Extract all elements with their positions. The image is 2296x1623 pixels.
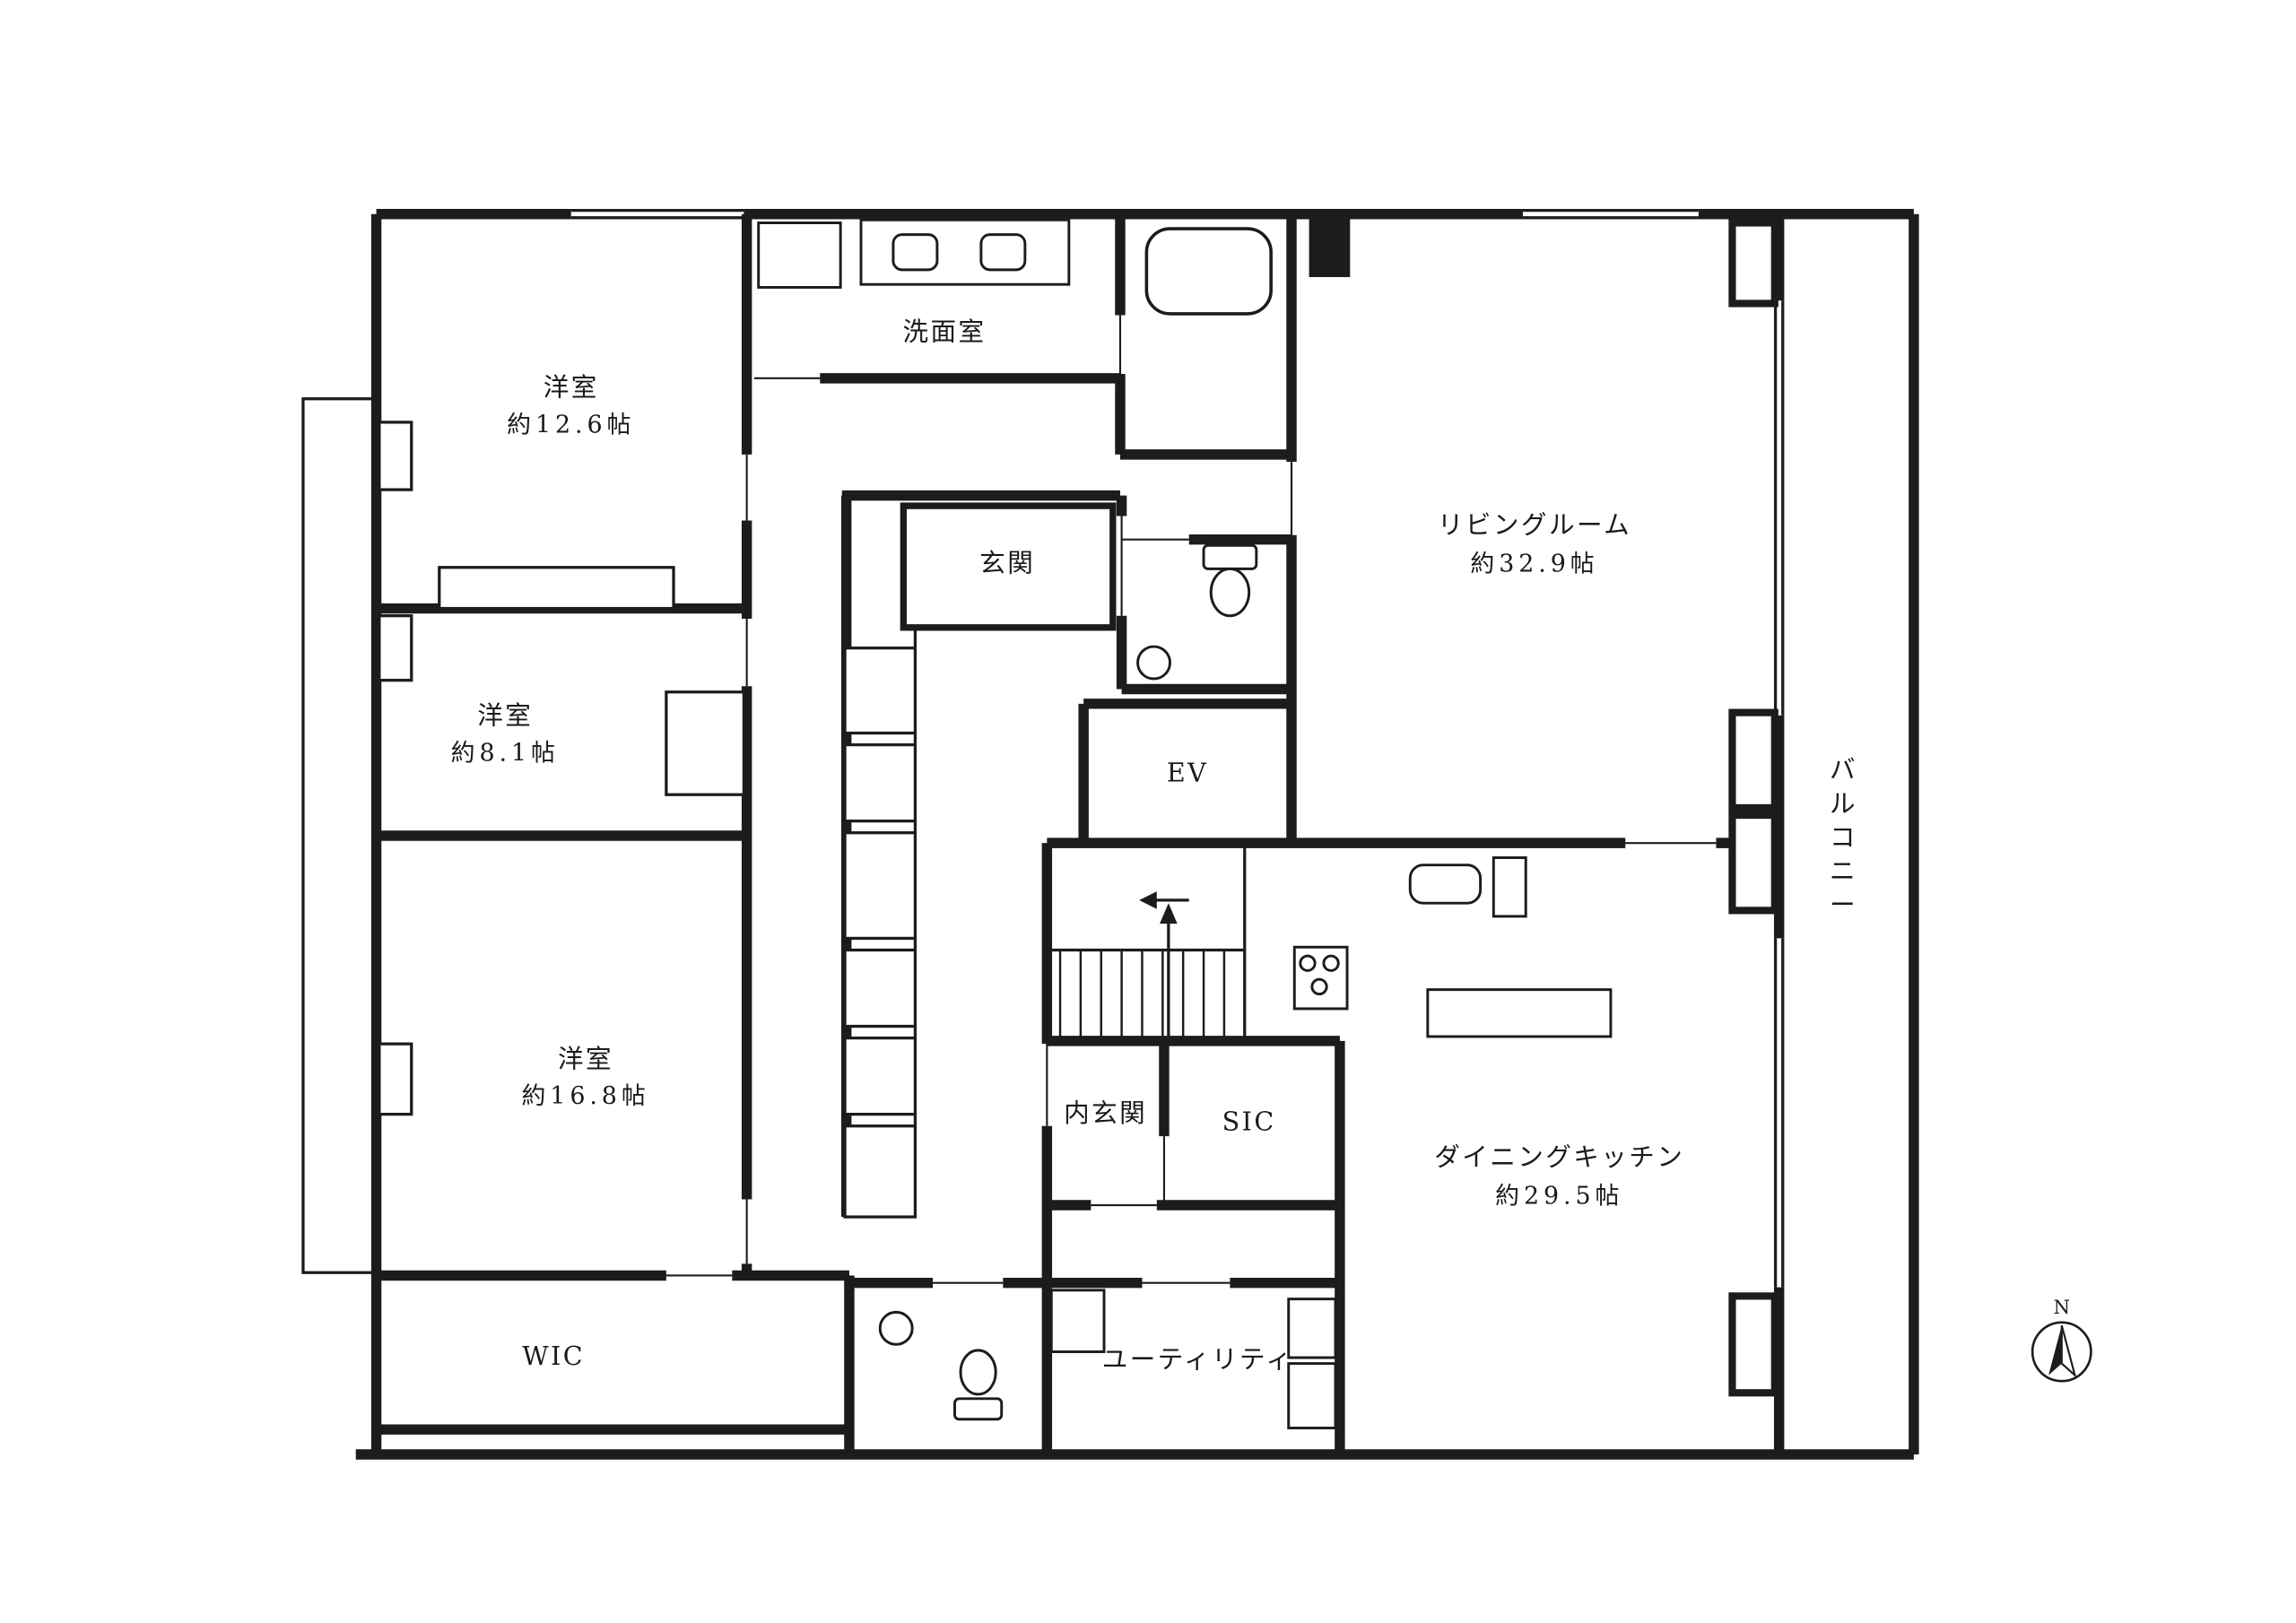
- burner-icon: [1310, 977, 1328, 996]
- pipe-shaft: [378, 614, 413, 682]
- toilet-tank-icon: [1202, 543, 1258, 570]
- kitchen-island: [1426, 988, 1613, 1038]
- pipe-shaft: [378, 1042, 413, 1116]
- column: [1309, 218, 1351, 278]
- hall-closet: [843, 647, 918, 735]
- walk-in-closet-label: WIC: [522, 1341, 585, 1371]
- burner-icon: [1322, 954, 1340, 972]
- washroom-label: 洗面室: [903, 316, 987, 346]
- hall-closet: [843, 1036, 918, 1116]
- balcony-column: [1728, 219, 1779, 308]
- living-label: リビングルーム: [1438, 509, 1631, 540]
- hand-basin-icon: [878, 1310, 914, 1346]
- kitchen-cabinet: [1492, 856, 1527, 918]
- washer-icon: [757, 221, 842, 289]
- inner-entrance-label: 内玄関: [1064, 1098, 1147, 1128]
- utility-label: ユーティリティ: [1102, 1343, 1294, 1374]
- elevator-label: EV: [1167, 757, 1208, 787]
- balcony-column: [1728, 812, 1779, 915]
- toilet-tank-icon: [953, 1397, 1004, 1421]
- bedroom2-area: 約8.1帖: [451, 740, 560, 768]
- dining-kitchen-label: ダイニングキッチン: [1434, 1141, 1684, 1172]
- closet: [438, 566, 675, 611]
- toilet-icon: [1209, 567, 1251, 618]
- compass-icon: N: [2031, 1297, 2092, 1383]
- sink-icon: [979, 233, 1027, 272]
- pipe-shaft: [378, 421, 413, 491]
- toilet-icon: [959, 1349, 997, 1396]
- living-area: 約32.9帖: [1470, 551, 1598, 578]
- bedroom1-label: 洋室: [544, 371, 599, 402]
- entrance-floor: [900, 502, 1117, 631]
- burner-icon: [1299, 954, 1317, 972]
- bathtub-icon: [1144, 227, 1273, 316]
- entrance-label: 玄関: [979, 548, 1035, 578]
- stairs: [1058, 950, 1226, 1038]
- compass-north-label: N: [2053, 1297, 2070, 1319]
- balcony-label: バルコニー: [1830, 754, 1857, 919]
- bedroom2-label: 洋室: [477, 700, 533, 731]
- kitchen-sink-icon: [1408, 864, 1483, 905]
- hall-closet: [843, 831, 918, 941]
- stair-arrow-icon: [1139, 891, 1189, 1038]
- fixtures: [757, 218, 1613, 1430]
- dining-kitchen-area: 約29.5帖: [1495, 1182, 1623, 1210]
- appliance: [1287, 1362, 1337, 1430]
- stove-icon: [1292, 945, 1349, 1011]
- storage-units: [438, 502, 1117, 1219]
- hall-closet: [843, 948, 918, 1028]
- bedroom3-label: 洋室: [558, 1043, 613, 1073]
- hand-basin-icon: [1136, 645, 1171, 681]
- side-service-strip: [301, 397, 375, 1274]
- appliance: [1049, 1289, 1106, 1353]
- balcony-column: [1728, 708, 1779, 812]
- appliance: [1287, 1298, 1337, 1359]
- structural-columns: [301, 218, 1779, 1397]
- balcony-column: [1728, 1292, 1779, 1397]
- hall-closet: [843, 1124, 918, 1219]
- shoe-closet-label: SIC: [1222, 1107, 1276, 1137]
- room-labels: 洋室 約12.6帖 洗面室 リビングルーム 約32.9帖 玄関 洋室 約8.1帖…: [451, 316, 1857, 1374]
- hall-closet: [843, 742, 918, 823]
- bedroom1-area: 約12.6帖: [507, 411, 635, 438]
- closet: [665, 690, 746, 796]
- sink-icon: [891, 233, 939, 272]
- bedroom3-area: 約16.8帖: [521, 1082, 649, 1110]
